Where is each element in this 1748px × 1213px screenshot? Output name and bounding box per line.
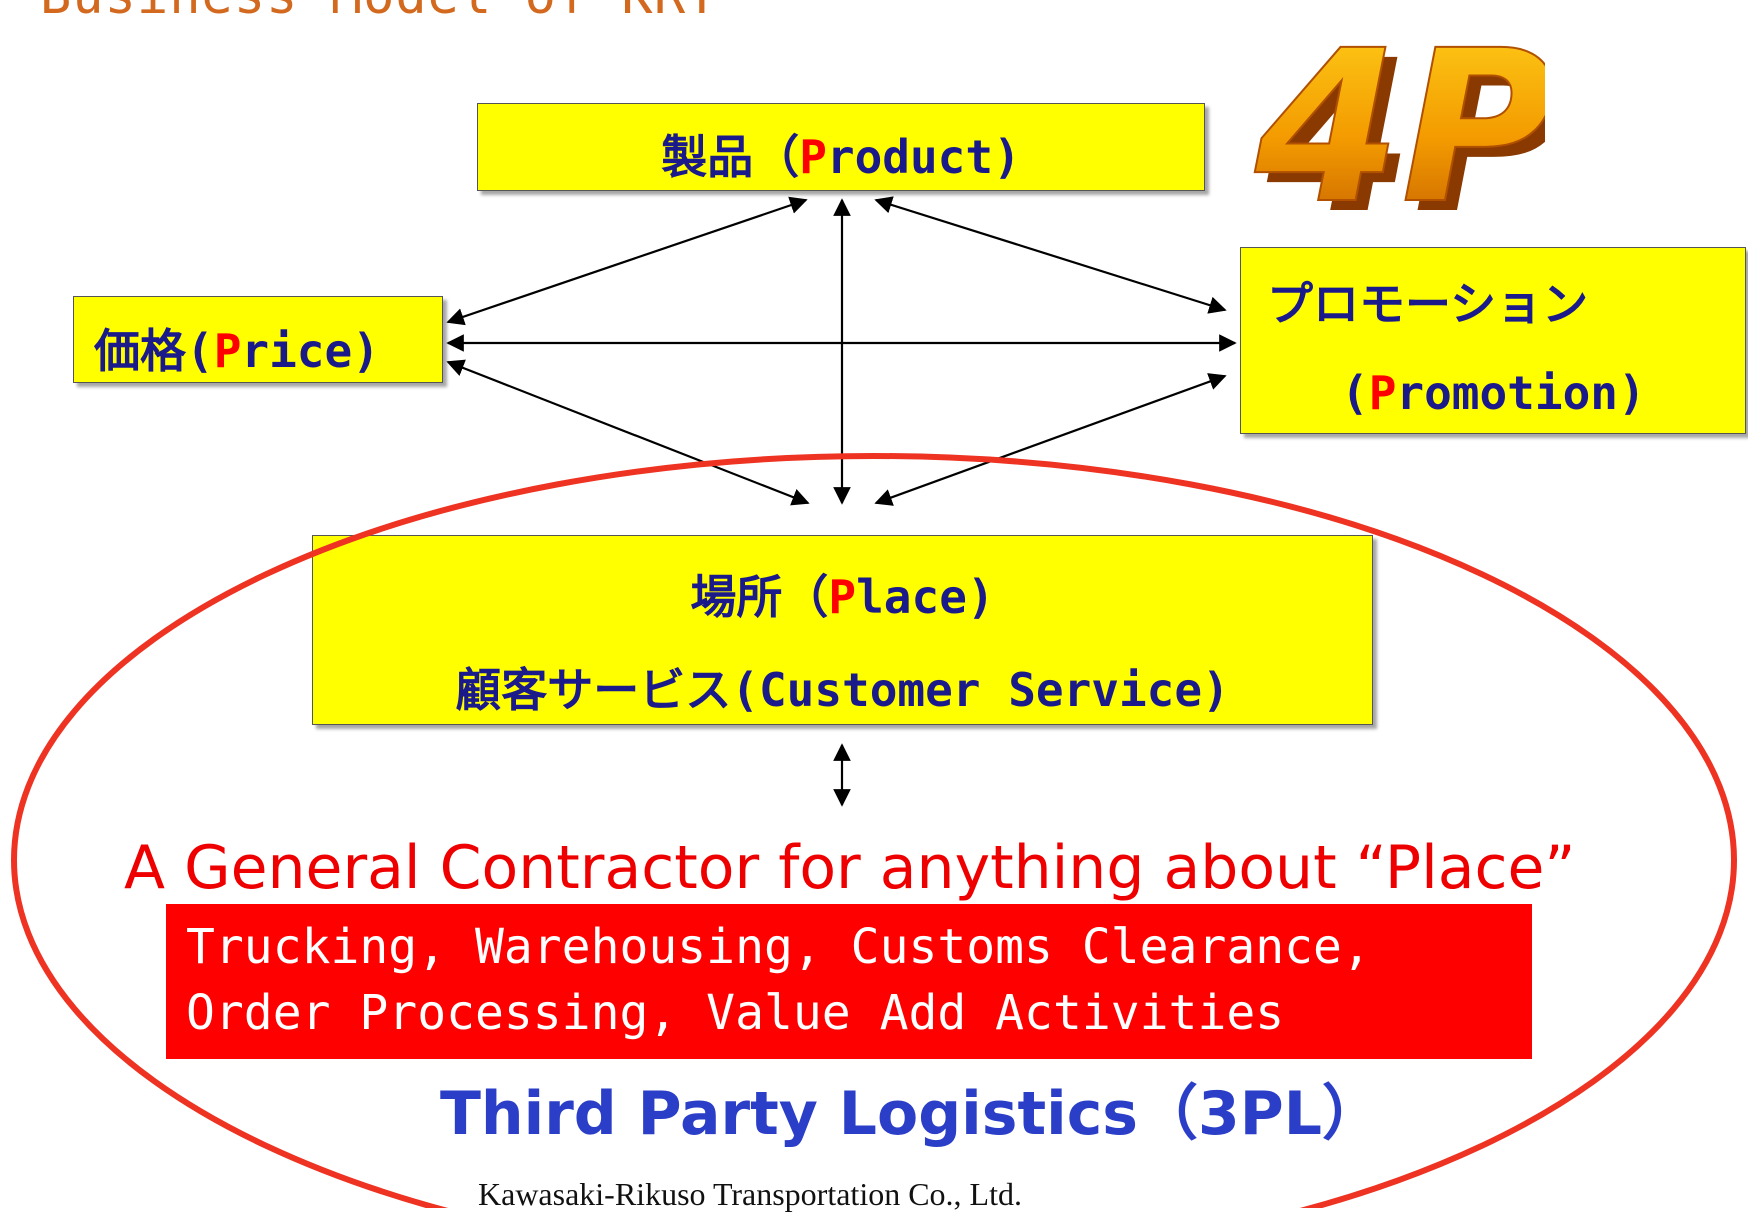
- page-title: Business Model of KRT: [40, 0, 718, 26]
- product-label: 製品（Product): [661, 130, 1021, 184]
- product-box: 製品（Product): [477, 103, 1205, 191]
- place-label: 場所（Place): [690, 570, 995, 624]
- promotion-box: プロモーション (Promotion): [1240, 247, 1746, 434]
- arrow-price-place: [446, 359, 810, 506]
- 3pl-scope-ellipse: [11, 453, 1737, 1208]
- customer-service-label: 顧客サービス(Customer Service): [455, 663, 1230, 717]
- 4p-logo: 4P 4P: [1253, 10, 1545, 250]
- arrow-product-promotion: [874, 196, 1227, 314]
- logo-shadow: 4P: [1266, 15, 1545, 250]
- price-label: 価格(Price): [94, 324, 380, 378]
- logo-text: 4P: [1254, 10, 1545, 250]
- promotion-label-ja: プロモーション: [1267, 277, 1589, 331]
- promotion-label-en: (Promotion): [1341, 366, 1646, 420]
- contractor-heading: A General Contractor for anything about …: [124, 833, 1576, 903]
- services-line-1: Trucking, Warehousing, Customs Clearance…: [186, 919, 1371, 975]
- arrow-promotion-place: [874, 373, 1227, 506]
- footer-company: Kawasaki-Rikuso Transportation Co., Ltd.: [478, 1176, 1022, 1212]
- third-party-logistics-label: Third Party Logistics（3PL）: [440, 1079, 1382, 1149]
- place-box: 場所（Place) 顧客サービス(Customer Service): [312, 535, 1373, 725]
- services-line-2: Order Processing, Value Add Activities: [186, 985, 1285, 1041]
- price-box: 価格(Price): [73, 296, 443, 383]
- arrow-product-price: [446, 196, 808, 326]
- services-banner: Trucking, Warehousing, Customs Clearance…: [166, 904, 1532, 1059]
